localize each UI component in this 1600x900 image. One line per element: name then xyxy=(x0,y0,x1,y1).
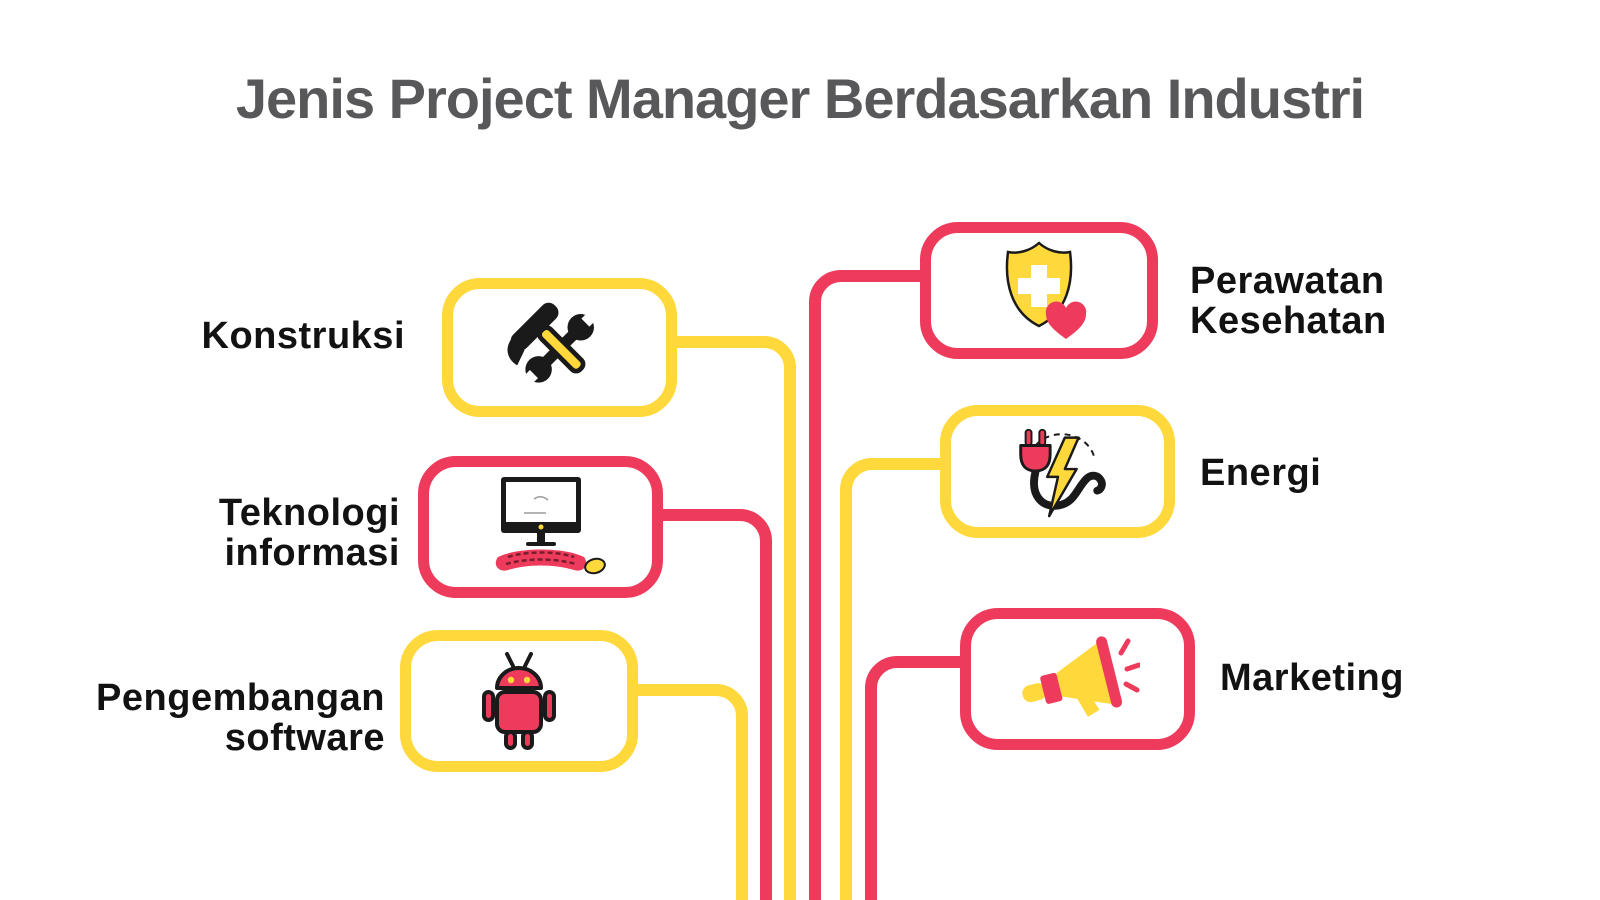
box-konstruksi xyxy=(442,278,677,417)
computer-icon xyxy=(495,476,606,574)
label-energi: Energi xyxy=(1200,452,1322,494)
connector-teknologi-informasi xyxy=(652,509,772,900)
plug-lightning-icon xyxy=(1019,428,1106,518)
box-teknologi-informasi xyxy=(418,456,663,598)
connector-perawatan-kesehatan xyxy=(809,270,930,900)
connector-pengembangan-software xyxy=(628,684,748,900)
page-title: Jenis Project Manager Berdasarkan Indust… xyxy=(235,67,1365,130)
hammer-wrench-icon xyxy=(507,302,600,389)
box-marketing xyxy=(960,608,1195,750)
box-energi xyxy=(940,405,1175,538)
android-robot-icon xyxy=(482,652,556,750)
box-perawatan-kesehatan xyxy=(920,222,1158,359)
label-teknologi-informasi: Teknologi informasi xyxy=(218,492,400,574)
box-pengembangan-software xyxy=(400,630,638,772)
label-perawatan-kesehatan: Perawatan Kesehatan xyxy=(1190,260,1387,342)
label-marketing: Marketing xyxy=(1220,657,1404,699)
shield-cross-heart-icon xyxy=(1005,240,1087,339)
connector-energi xyxy=(840,458,950,900)
megaphone-icon xyxy=(1022,635,1140,717)
label-pengembangan-software: Pengembangan software xyxy=(96,677,385,759)
connector-marketing xyxy=(865,656,970,900)
connector-konstruksi xyxy=(664,336,796,900)
label-konstruksi: Konstruksi xyxy=(201,315,405,357)
